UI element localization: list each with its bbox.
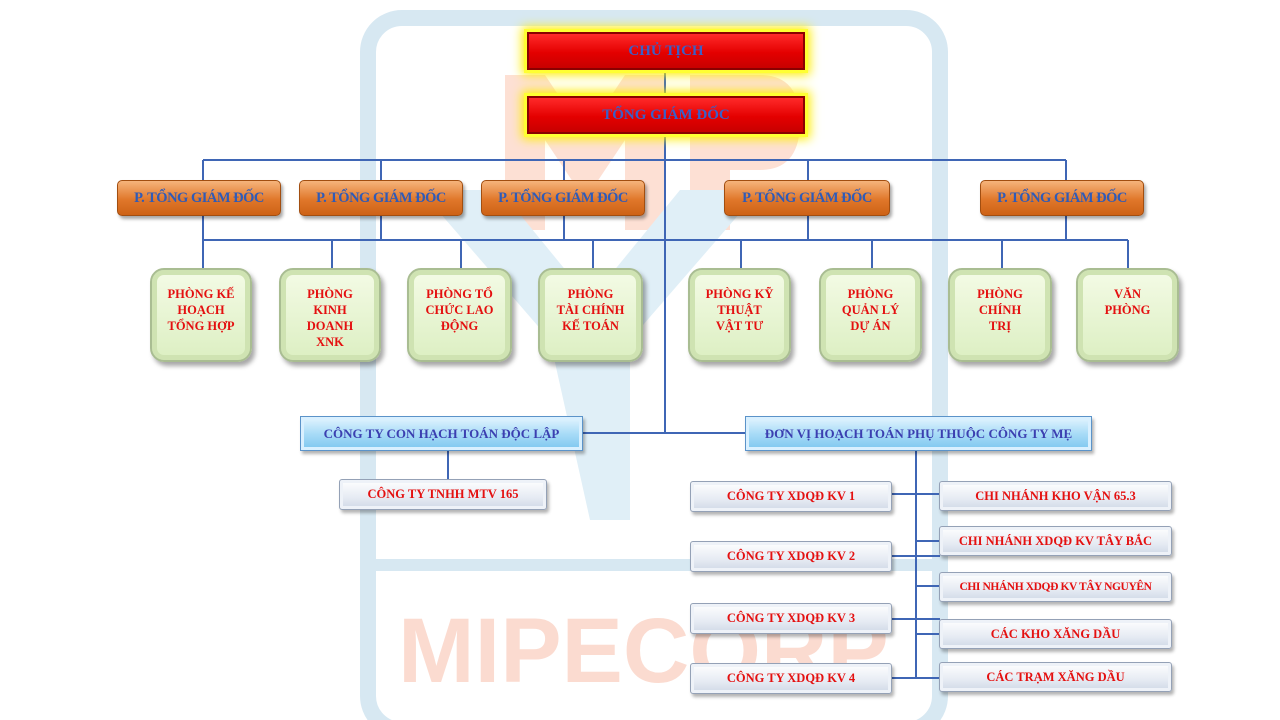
branch-box: CÁC TRẠM XĂNG DẦU bbox=[939, 662, 1172, 692]
deputy-ceo-box: P. TỔNG GIÁM ĐỐC bbox=[299, 180, 463, 216]
branch-box: CÁC KHO XĂNG DẦU bbox=[939, 619, 1172, 649]
department-label-line: DOANH bbox=[306, 319, 354, 333]
department-label-line: KINH bbox=[313, 303, 347, 317]
department-label-line: PHÒNG bbox=[847, 287, 894, 301]
department-label-line: PHÒNG bbox=[567, 287, 614, 301]
department-label-line: PHÒNG TỔ bbox=[426, 287, 493, 301]
department-label-line: CHỨC LAO bbox=[425, 303, 494, 317]
company-box: CÔNG TY XDQĐ KV 1 bbox=[690, 481, 892, 512]
branch-label: CHI NHÁNH KHO VẬN 65.3 bbox=[975, 488, 1136, 503]
deputy-ceo-label: P. TỔNG GIÁM ĐỐC bbox=[742, 189, 872, 206]
department-hr-box: PHÒNG TỔ CHỨC LAO ĐỘNG bbox=[407, 268, 512, 362]
company-box: CÔNG TY XDQĐ KV 3 bbox=[690, 603, 892, 634]
company-box: CÔNG TY XDQĐ KV 2 bbox=[690, 541, 892, 572]
dependent-group-label: ĐƠN VỊ HOẠCH TOÁN PHỤ THUỘC CÔNG TY MẸ bbox=[764, 425, 1073, 441]
department-office-box: VĂN PHÒNG bbox=[1076, 268, 1179, 362]
branch-label: CÁC KHO XĂNG DẦU bbox=[990, 626, 1121, 641]
ceo-label: TỔNG GIÁM ĐỐC bbox=[602, 106, 730, 123]
department-label-line: XNK bbox=[316, 335, 344, 349]
deputy-ceo-box: P. TỔNG GIÁM ĐỐC bbox=[980, 180, 1144, 216]
deputy-ceo-box: P. TỔNG GIÁM ĐỐC bbox=[724, 180, 890, 216]
branch-label: CÁC TRẠM XĂNG DẦU bbox=[986, 669, 1125, 684]
branch-box: CHI NHÁNH XDQĐ KV TÂY BẮC bbox=[939, 526, 1172, 556]
company-label: CÔNG TY XDQĐ KV 1 bbox=[726, 489, 856, 503]
department-label-line: TRỊ bbox=[988, 319, 1012, 333]
subsidiary-company-label: CÔNG TY TNHH MTV 165 bbox=[367, 487, 519, 501]
department-projects-box: PHÒNG QUẢN LÝ DỰ ÁN bbox=[819, 268, 922, 362]
company-label: CÔNG TY XDQĐ KV 2 bbox=[726, 549, 856, 563]
dependent-group-box: ĐƠN VỊ HOẠCH TOÁN PHỤ THUỘC CÔNG TY MẸ bbox=[745, 416, 1092, 451]
deputy-ceo-box: P. TỔNG GIÁM ĐỐC bbox=[481, 180, 645, 216]
department-business-box: PHÒNG KINH DOANH XNK bbox=[279, 268, 381, 362]
department-label-line: PHÒNG bbox=[977, 287, 1023, 301]
company-label: CÔNG TY XDQĐ KV 4 bbox=[726, 671, 856, 685]
department-label-line: HOẠCH bbox=[177, 303, 225, 317]
deputy-ceo-label: P. TỔNG GIÁM ĐỐC bbox=[498, 189, 628, 206]
department-label-line: PHÒNG KỸ bbox=[705, 287, 774, 301]
chairman-box: CHỦ TỊCH bbox=[527, 32, 805, 70]
chairman-label: CHỦ TỊCH bbox=[628, 42, 704, 59]
deputy-ceo-box: P. TỔNG GIÁM ĐỐC bbox=[117, 180, 281, 216]
deputy-ceo-label: P. TỔNG GIÁM ĐỐC bbox=[316, 189, 446, 206]
department-finance-box: PHÒNG TÀI CHÍNH KẾ TOÁN bbox=[538, 268, 643, 362]
company-box: CÔNG TY XDQĐ KV 4 bbox=[690, 663, 892, 694]
department-label-line: CHÍNH bbox=[978, 303, 1022, 317]
branch-label: CHI NHÁNH XDQĐ KV TÂY NGUYÊN bbox=[959, 581, 1152, 593]
department-label-line: THUẬT bbox=[717, 303, 762, 317]
branch-box: CHI NHÁNH XDQĐ KV TÂY NGUYÊN bbox=[939, 572, 1172, 602]
department-label-line: TÀI CHÍNH bbox=[556, 303, 625, 317]
department-label-line: PHÒNG bbox=[1104, 303, 1151, 317]
department-politics-box: PHÒNG CHÍNH TRỊ bbox=[948, 268, 1052, 362]
subsidiary-group-box: CÔNG TY CON HẠCH TOÁN ĐỘC LẬP bbox=[300, 416, 583, 451]
department-technical-box: PHÒNG KỸ THUẬT VẬT TƯ bbox=[688, 268, 791, 362]
department-label-line: PHÒNG KẾ bbox=[167, 287, 235, 301]
department-label-line: TỔNG HỢP bbox=[167, 319, 235, 333]
department-label-line: ĐỘNG bbox=[440, 319, 479, 333]
branch-box: CHI NHÁNH KHO VẬN 65.3 bbox=[939, 481, 1172, 511]
department-label-line: KẾ TOÁN bbox=[562, 319, 619, 333]
company-label: CÔNG TY XDQĐ KV 3 bbox=[726, 611, 856, 625]
subsidiary-group-label: CÔNG TY CON HẠCH TOÁN ĐỘC LẬP bbox=[323, 425, 560, 441]
ceo-box: TỔNG GIÁM ĐỐC bbox=[527, 96, 805, 134]
deputy-ceo-label: P. TỔNG GIÁM ĐỐC bbox=[134, 189, 264, 206]
subsidiary-company-box: CÔNG TY TNHH MTV 165 bbox=[339, 479, 547, 510]
deputy-ceo-label: P. TỔNG GIÁM ĐỐC bbox=[997, 189, 1127, 206]
department-label-line: PHÒNG bbox=[307, 287, 353, 301]
branch-label: CHI NHÁNH XDQĐ KV TÂY BẮC bbox=[958, 533, 1153, 548]
department-label-line: VẬT TƯ bbox=[715, 319, 764, 333]
department-label-line: QUẢN LÝ bbox=[841, 303, 900, 317]
department-planning-box: PHÒNG KẾ HOẠCH TỔNG HỢP bbox=[150, 268, 252, 362]
department-label-line: VĂN bbox=[1113, 287, 1142, 301]
department-label-line: DỰ ÁN bbox=[850, 319, 891, 333]
